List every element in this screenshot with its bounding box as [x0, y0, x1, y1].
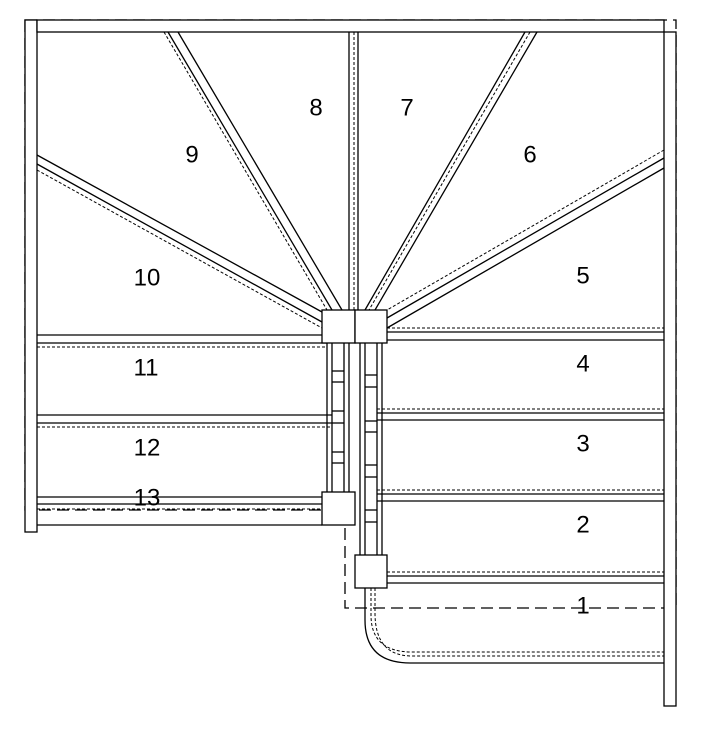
left-wall	[24, 19, 38, 533]
step-labels: 1 2 3 4 5 6 7 8 9 10 11 12 13	[134, 94, 590, 619]
step-label-10: 10	[134, 264, 161, 291]
right-wall	[663, 31, 677, 707]
step-label-5: 5	[576, 262, 589, 289]
step-label-12: 12	[134, 434, 161, 461]
step-label-4: 4	[576, 350, 589, 377]
step-label-6: 6	[523, 141, 536, 168]
step-label-13: 13	[134, 484, 161, 511]
left-treads	[37, 334, 345, 510]
newel-post-top-left	[321, 309, 356, 344]
step-label-2: 2	[576, 511, 589, 538]
curved-handrail	[364, 588, 664, 664]
right-treads	[377, 327, 664, 584]
step-label-7: 7	[400, 94, 413, 121]
stringers	[326, 343, 383, 555]
step-label-3: 3	[576, 430, 589, 457]
winder-lines	[36, 31, 665, 329]
step-label-11: 11	[134, 354, 159, 381]
step-label-1: 1	[576, 592, 589, 619]
newel-post-bottom-left	[321, 491, 356, 526]
step-label-8: 8	[309, 94, 322, 121]
newel-post-top-right	[354, 309, 388, 344]
newel-post-bottom-right	[354, 554, 388, 589]
step-label-9: 9	[185, 141, 198, 168]
top-wall	[36, 19, 665, 33]
